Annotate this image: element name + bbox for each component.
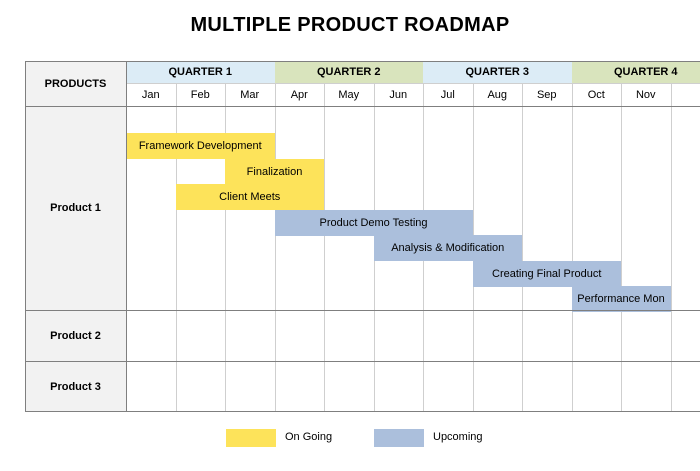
month-gridline (571, 83, 573, 412)
legend-swatch-upcoming (374, 429, 424, 447)
month-gridline (175, 83, 177, 412)
row-label-product-3: Product 3 (50, 380, 101, 393)
month-label-jan: Jan (141, 88, 160, 101)
row-divider-1 (25, 310, 700, 311)
label-column-border (126, 61, 127, 412)
row-divider-2 (25, 361, 700, 362)
grid-bottom-border (25, 411, 700, 412)
task-bar-finalization: Finalization (225, 158, 324, 185)
month-label-oct: Oct (587, 88, 605, 101)
products-header: PRODUCTS (44, 77, 107, 90)
quarter-header-3: QUARTER 3 (423, 61, 572, 83)
month-label-feb: Feb (190, 88, 210, 101)
legend-label-upcoming: Upcoming (433, 431, 483, 443)
month-gridline (324, 83, 325, 412)
header-bottom-border (25, 106, 700, 107)
row-label-product-1: Product 1 (50, 202, 101, 214)
task-bar-client-meets: Client Meets (175, 184, 324, 210)
month-gridline (274, 83, 276, 412)
month-label-nov: Nov (635, 88, 656, 101)
task-bar-analysis-modification: Analysis & Modification (373, 235, 522, 261)
month-gridline (522, 83, 523, 412)
task-bar-creating-final-product: Creating Final Product (472, 260, 621, 287)
month-label-may: May (338, 88, 360, 101)
grid-top-border (25, 61, 700, 62)
month-gridline (225, 83, 226, 412)
grid-left-border (25, 61, 26, 412)
legend-label-ongoing: On Going (285, 431, 333, 443)
task-bar-framework-development: Framework Development (126, 133, 275, 159)
month-label-apr: Apr (290, 88, 308, 101)
month-gridline (670, 83, 672, 412)
task-bar-product-demo-testing: Product Demo Testing (274, 209, 473, 236)
month-label-jun: Jun (389, 88, 408, 101)
month-label-jul: Jul (440, 88, 455, 101)
products-column (25, 61, 126, 412)
quarter-row-border (126, 83, 700, 84)
task-bar-performance-mon: Performance Mon (571, 286, 671, 312)
month-gridline (621, 83, 622, 412)
quarter-header-1: QUARTER 1 (126, 61, 275, 83)
legend-swatch-ongoing (226, 429, 276, 447)
quarter-header-4: QUARTER 4 (571, 61, 700, 83)
page-title: MULTIPLE PRODUCT ROADMAP (190, 14, 510, 36)
row-label-product-2: Product 2 (50, 329, 101, 342)
quarter-header-2: QUARTER 2 (274, 61, 423, 83)
month-label-aug: Aug (487, 88, 508, 101)
month-label-mar: Mar (240, 88, 260, 101)
month-label-sep: Sep (536, 88, 557, 101)
